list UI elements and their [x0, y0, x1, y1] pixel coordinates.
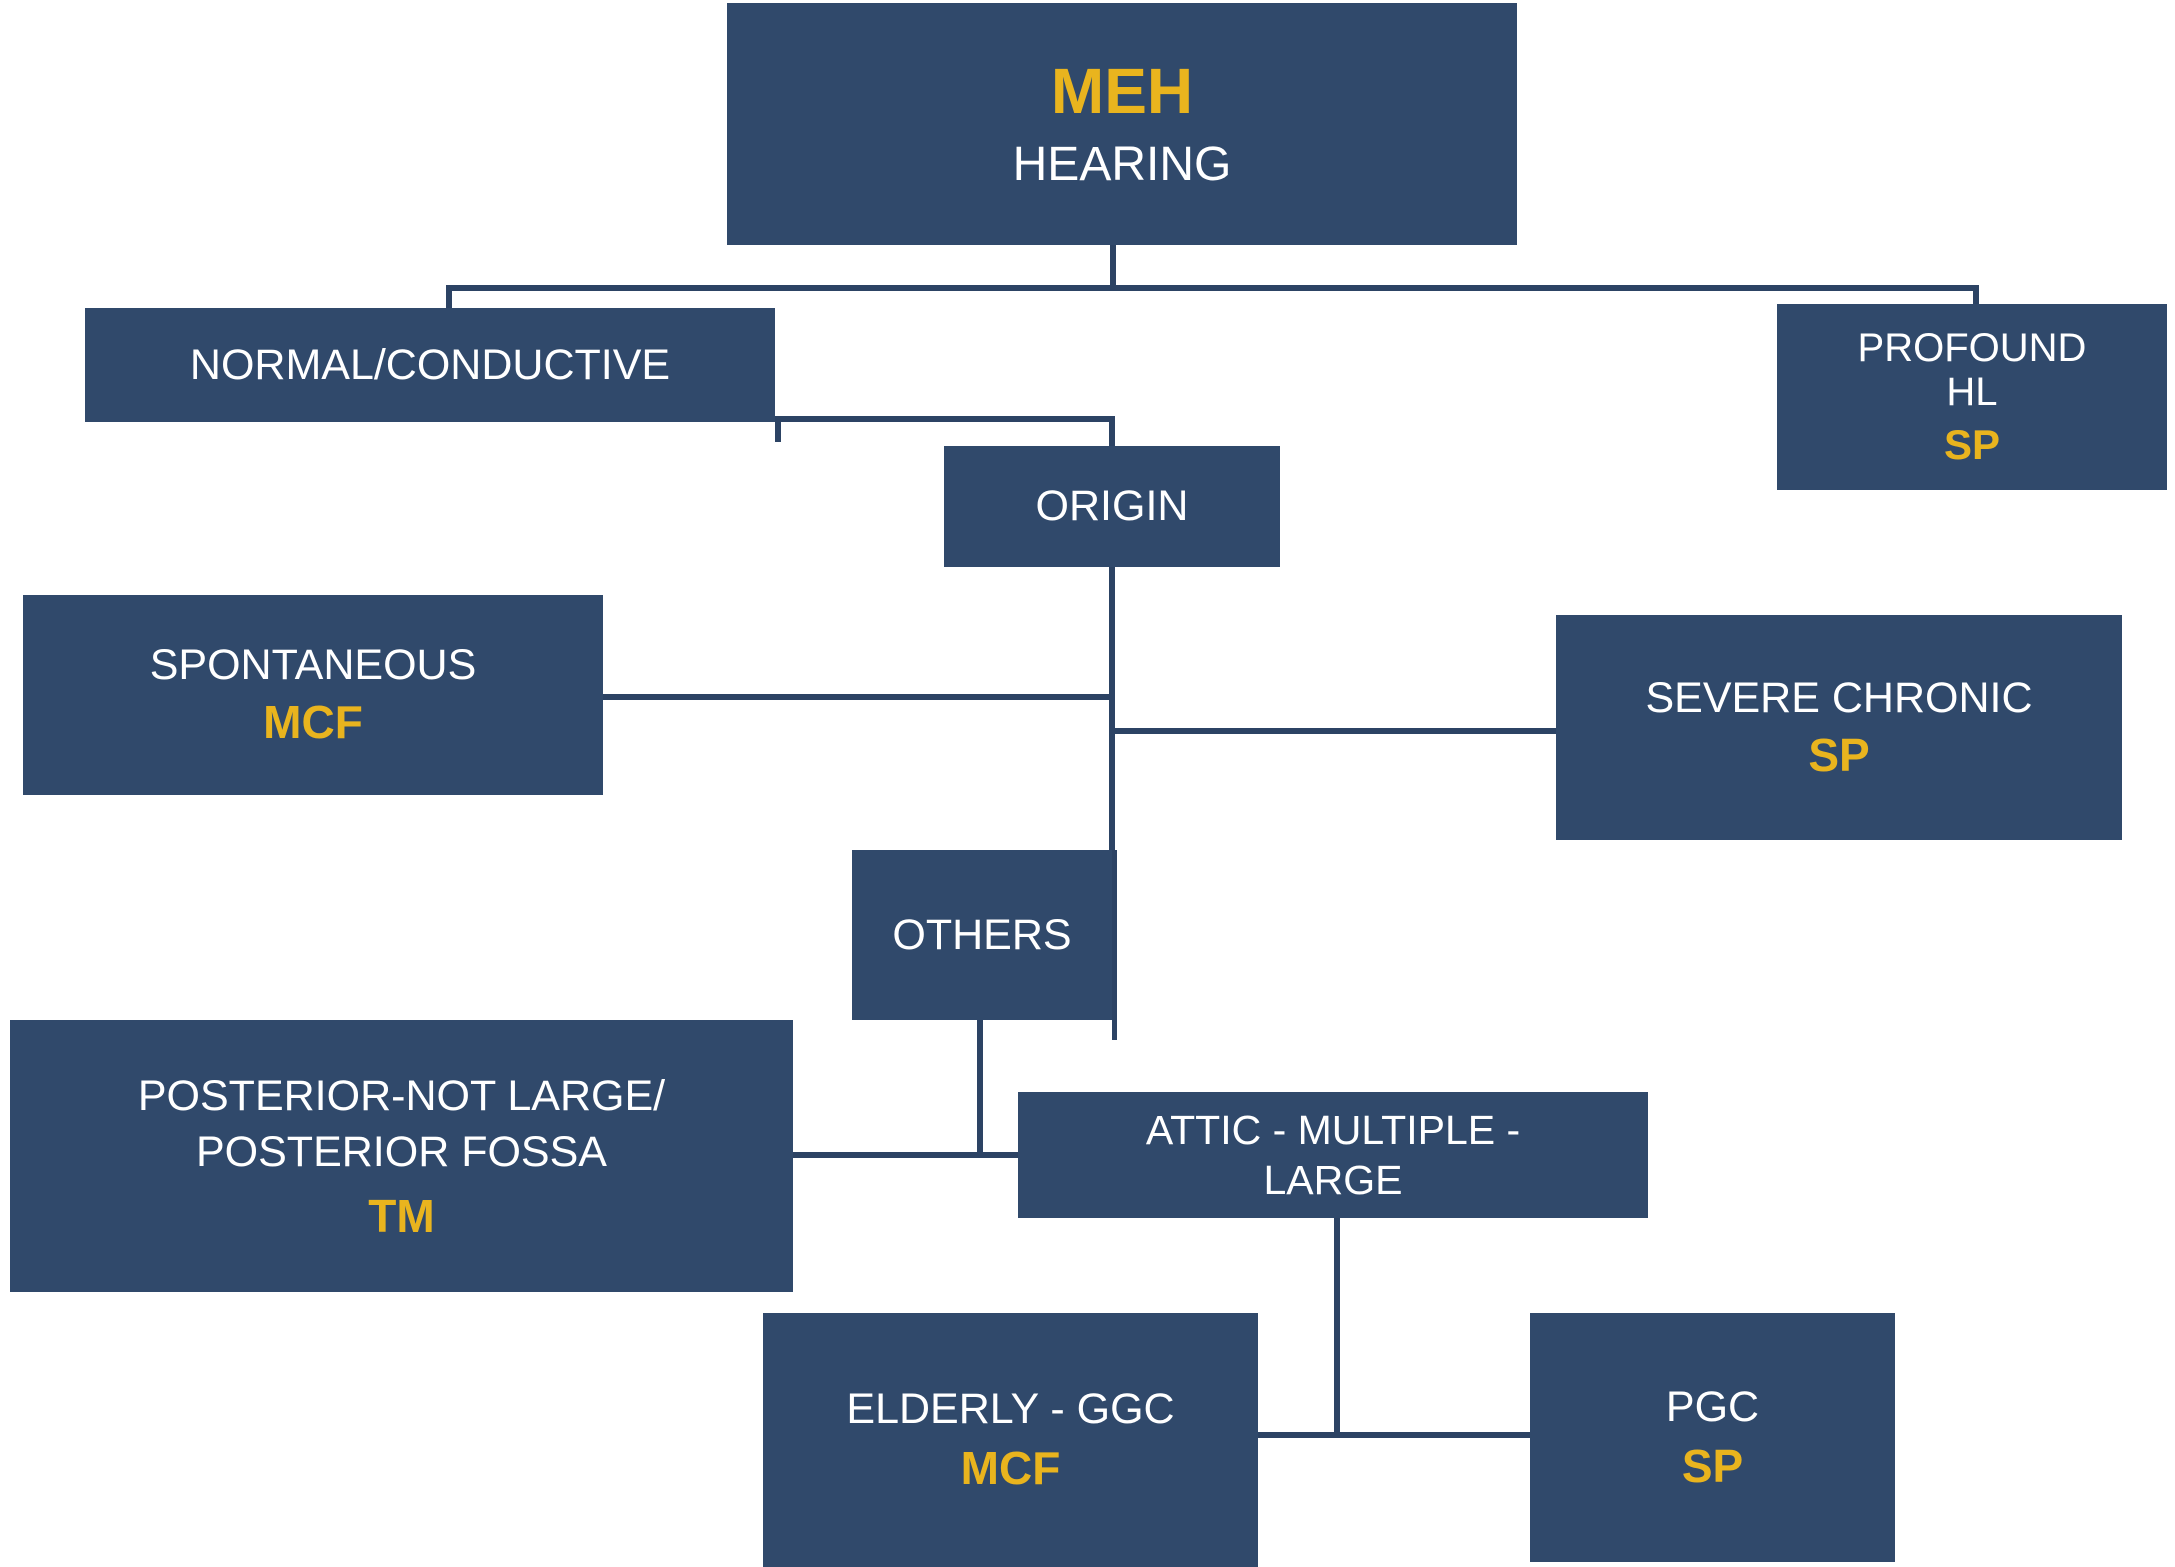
connector-origin-spine-lower: [1112, 850, 1117, 1040]
connector-bottom-bus: [1258, 1432, 1530, 1438]
node-normal-conductive-label: NORMAL/CONDUCTIVE: [189, 340, 671, 389]
node-normal-conductive[interactable]: NORMAL/CONDUCTIVE: [85, 308, 775, 422]
node-severe-chronic-label: SEVERE CHRONIC: [1645, 673, 2033, 722]
connector-origin-entry: [1109, 416, 1115, 446]
node-elderly-ggc-code: MCF: [960, 1442, 1061, 1495]
node-spontaneous-label: SPONTANEOUS: [149, 641, 477, 690]
connector-origin-to-severe-chronic: [1109, 728, 1556, 734]
connector-others-stem: [977, 1020, 983, 1158]
node-meh-hearing[interactable]: MEH HEARING: [727, 3, 1517, 245]
node-profound-hl-code: SP: [1943, 421, 2001, 469]
node-origin[interactable]: ORIGIN: [944, 446, 1280, 567]
node-profound-hl-label: PROFOUND HL: [1857, 325, 2087, 415]
connector-normal-stem: [775, 420, 781, 442]
node-pgc[interactable]: PGC SP: [1530, 1313, 1895, 1562]
connector-attic-stem: [1334, 1218, 1340, 1436]
node-attic[interactable]: ATTIC - MULTIPLE - LARGE: [1018, 1092, 1648, 1218]
connector-posterior-attic-bus: [793, 1152, 1021, 1158]
node-origin-label: ORIGIN: [1035, 482, 1189, 531]
connector-root-stem: [1110, 245, 1116, 291]
node-meh-title: MEH: [1050, 55, 1194, 128]
node-severe-chronic[interactable]: SEVERE CHRONIC SP: [1556, 615, 2122, 840]
node-pgc-label: PGC: [1665, 1382, 1760, 1431]
node-posterior-label: POSTERIOR-NOT LARGE/ POSTERIOR FOSSA: [137, 1072, 666, 1177]
node-others-label: OTHERS: [892, 910, 1072, 959]
node-hearing-subtitle: HEARING: [1012, 137, 1232, 191]
node-attic-label: ATTIC - MULTIPLE - LARGE: [1145, 1106, 1521, 1203]
connector-root-to-profound: [1973, 285, 1979, 307]
node-others[interactable]: OTHERS: [852, 850, 1112, 1020]
connector-root-bus: [446, 285, 1979, 291]
node-elderly-ggc-label: ELDERLY - GGC: [846, 1385, 1175, 1434]
node-pgc-code: SP: [1681, 1439, 1744, 1492]
connector-origin-spine: [1109, 567, 1115, 939]
node-spontaneous-code: MCF: [263, 696, 363, 749]
node-profound-hl[interactable]: PROFOUND HL SP: [1777, 304, 2167, 490]
node-posterior[interactable]: POSTERIOR-NOT LARGE/ POSTERIOR FOSSA TM: [10, 1020, 793, 1292]
connector-normal-to-origin: [775, 416, 1115, 422]
node-severe-chronic-code: SP: [1808, 728, 1870, 781]
connector-root-to-normal: [446, 285, 452, 310]
node-spontaneous[interactable]: SPONTANEOUS MCF: [23, 595, 603, 795]
node-posterior-code: TM: [368, 1190, 435, 1243]
node-elderly-ggc[interactable]: ELDERLY - GGC MCF: [763, 1313, 1258, 1567]
connector-origin-to-spontaneous: [603, 694, 1113, 700]
